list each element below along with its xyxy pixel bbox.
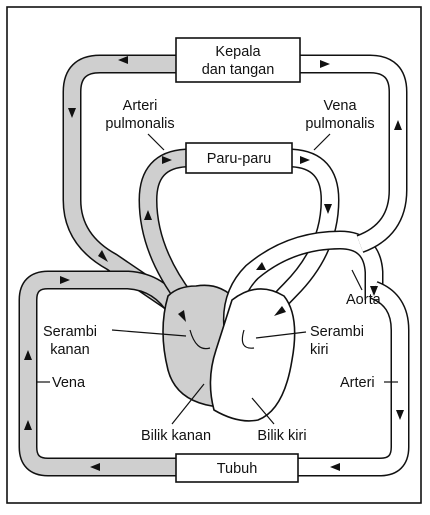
pulmonary-vein-leader (314, 134, 330, 150)
left-atrium-label-line1: Serambi (310, 324, 364, 340)
lungs-label: Paru-paru (207, 151, 271, 167)
artery-label: Arteri (340, 375, 375, 391)
head-arms-label-line1: Kepala (215, 44, 261, 60)
head-arms-label-line2: dan tangan (202, 62, 275, 78)
pulmonary-artery-label-line1: Arteri (123, 98, 158, 114)
body-label: Tubuh (217, 461, 258, 477)
lungs-box: Paru-paru (186, 143, 292, 173)
pulmonary-vein-label-line1: Vena (323, 98, 357, 114)
aorta-label: Aorta (346, 292, 382, 308)
aorta-leader (352, 270, 362, 290)
right-atrium-label-line1: Serambi (43, 324, 97, 340)
vein-label: Vena (52, 375, 86, 391)
head-arms-box: Kepala dan tangan (176, 38, 300, 82)
pulmonary-artery-label-line2: pulmonalis (105, 116, 174, 132)
pulmonary-vein-label-line2: pulmonalis (305, 116, 374, 132)
right-ventricle-label: Bilik kanan (141, 428, 211, 444)
right-atrium-label-line2: kanan (50, 342, 90, 358)
pulmonary-artery-leader (148, 134, 164, 150)
left-atrium-label-line2: kiri (310, 342, 329, 358)
left-ventricle-label: Bilik kiri (257, 428, 306, 444)
body-box: Tubuh (176, 454, 298, 482)
